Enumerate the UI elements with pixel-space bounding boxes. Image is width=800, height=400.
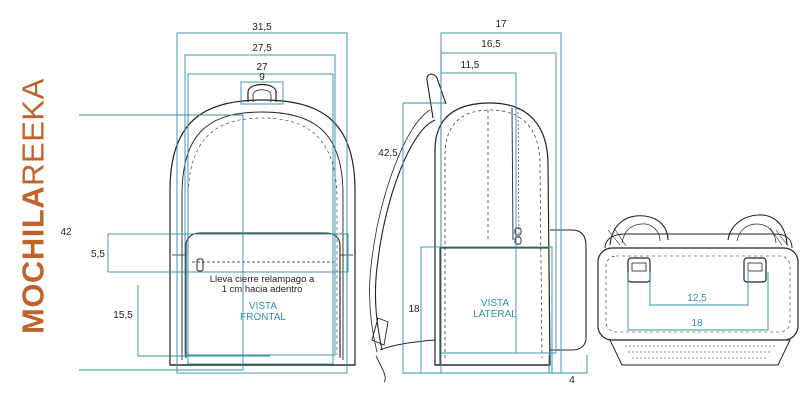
dim-side-height: 42,5 xyxy=(378,148,398,159)
dim-handle-width: 9 xyxy=(259,72,265,83)
side-dimension-labels: 17 16,5 11,5 42,5 18 4 xyxy=(378,19,575,386)
zipper-note-line2: 1 cm hacia adentro xyxy=(222,284,303,295)
dim-pocket-lower-height: 15,5 xyxy=(113,310,133,321)
dim-side-pocket-depth: 4 xyxy=(569,375,575,386)
front-view-label-line1: VISTA xyxy=(249,301,277,312)
dim-bottom-inner: 12,5 xyxy=(687,293,707,304)
side-view-label: VISTA LATERAL xyxy=(473,298,517,320)
zipper-note-line1: Lleva cierre relampago a xyxy=(210,274,315,285)
front-view-label-line2: FRONTAL xyxy=(240,312,286,323)
dim-pocket-height: 5,5 xyxy=(91,249,105,260)
front-dimension-labels: 31,5 27,5 27 9 42 5,5 15,5 xyxy=(60,22,272,321)
dim-front-height: 42 xyxy=(60,227,72,238)
side-view-label-line1: VISTA xyxy=(481,298,509,309)
dim-bottom-outer: 18 xyxy=(691,318,703,329)
front-view-label: VISTA FRONTAL xyxy=(240,301,286,323)
front-dimensions xyxy=(79,32,349,374)
dim-front-width-inner: 27 xyxy=(256,62,268,73)
zipper-note: Lleva cierre relampago a 1 cm hacia aden… xyxy=(210,274,315,295)
dim-side-depth-mid: 16,5 xyxy=(481,39,501,50)
side-view-backpack xyxy=(369,73,587,383)
side-dimensions xyxy=(402,32,588,374)
bottom-view-backpack xyxy=(597,214,799,366)
dim-front-width-mid: 27,5 xyxy=(252,43,272,54)
bottom-dimensions xyxy=(627,272,769,331)
dim-front-width-outer: 31,5 xyxy=(252,22,272,33)
side-view-label-line2: LATERAL xyxy=(473,309,517,320)
bottom-dimension-labels: 12,5 18 xyxy=(687,293,707,329)
dim-side-pocket-height: 18 xyxy=(408,304,420,315)
dim-side-depth-inner: 11,5 xyxy=(461,60,480,71)
dim-side-depth-outer: 17 xyxy=(495,19,507,30)
